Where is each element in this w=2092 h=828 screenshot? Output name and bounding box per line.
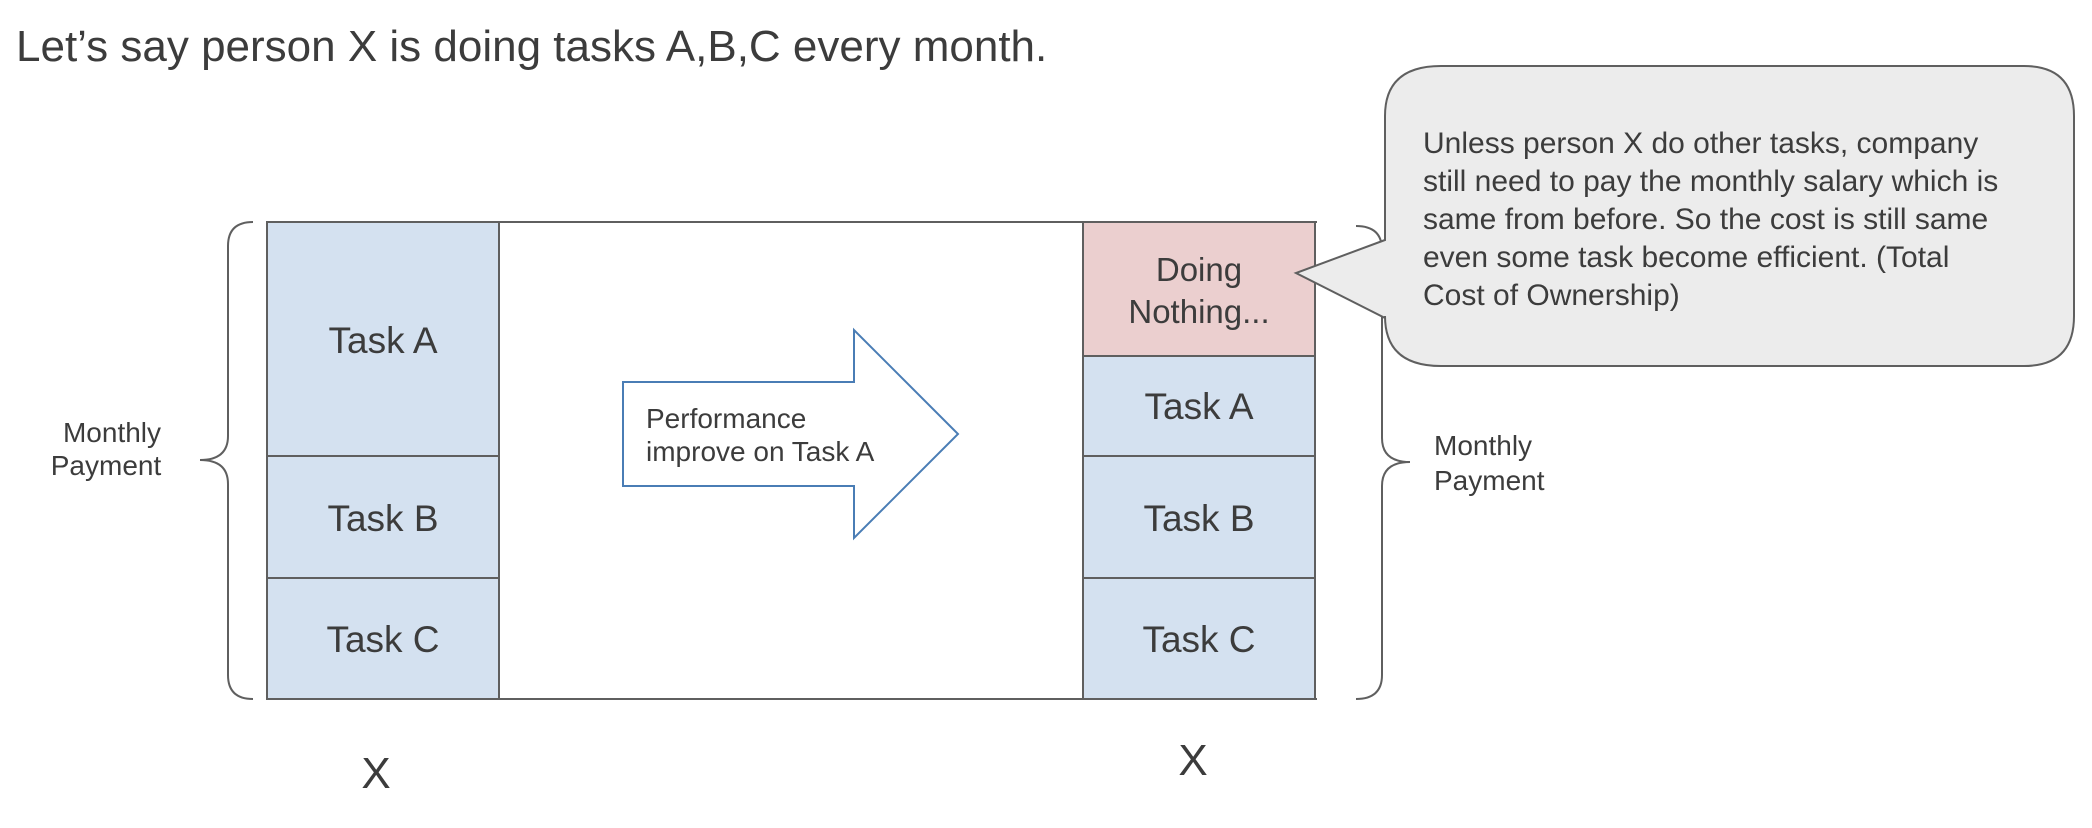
left-person-label: X (361, 749, 390, 798)
right-brace-label-line2: Payment (1434, 465, 1545, 496)
left-task-a-label: Task A (329, 320, 438, 361)
right-task-b-box (1082, 455, 1316, 579)
right-doing-nothing-box (1082, 221, 1316, 357)
left-task-c-label: Task C (326, 619, 439, 660)
performance-arrow (622, 327, 960, 541)
callout-line4: even some task become efficient. (Total (1423, 241, 1949, 274)
right-task-a-box (1082, 355, 1316, 457)
right-task-stack: Doing Nothing... Task A Task B Task C (1082, 221, 1316, 700)
right-task-a-label: Task A (1145, 386, 1254, 427)
left-task-c-box (266, 577, 500, 700)
right-task-b-label: Task B (1143, 498, 1254, 539)
right-brace (1355, 225, 1411, 700)
callout-line1: Unless person X do other tasks, company (1423, 127, 1978, 160)
right-doing-nothing-line2: Nothing... (1128, 293, 1269, 330)
left-task-b-label: Task B (327, 498, 438, 539)
left-task-stack: Task A Task B Task C (266, 221, 500, 700)
right-task-c-label: Task C (1142, 619, 1255, 660)
left-brace-label-line2: Payment (51, 450, 162, 481)
callout-line3: same from before. So the cost is still s… (1423, 203, 1988, 236)
arrow-label-line2: improve on Task A (646, 436, 875, 467)
right-task-c-box (1082, 577, 1316, 700)
right-doing-nothing-line1: Doing (1156, 251, 1242, 288)
callout-bubble (1293, 65, 2075, 367)
page-title: Let’s say person X is doing tasks A,B,C … (16, 22, 1048, 71)
callout-line2: still need to pay the monthly salary whi… (1423, 165, 1998, 198)
right-brace-label-line1: Monthly (1434, 430, 1532, 461)
arrow-label-line1: Performance (646, 403, 806, 434)
left-task-a-box (266, 221, 500, 457)
right-person-label: X (1178, 736, 1207, 785)
left-brace-label-line1: Monthly (63, 417, 161, 448)
callout-line5: Cost of Ownership) (1423, 279, 1680, 312)
left-brace (199, 221, 254, 700)
